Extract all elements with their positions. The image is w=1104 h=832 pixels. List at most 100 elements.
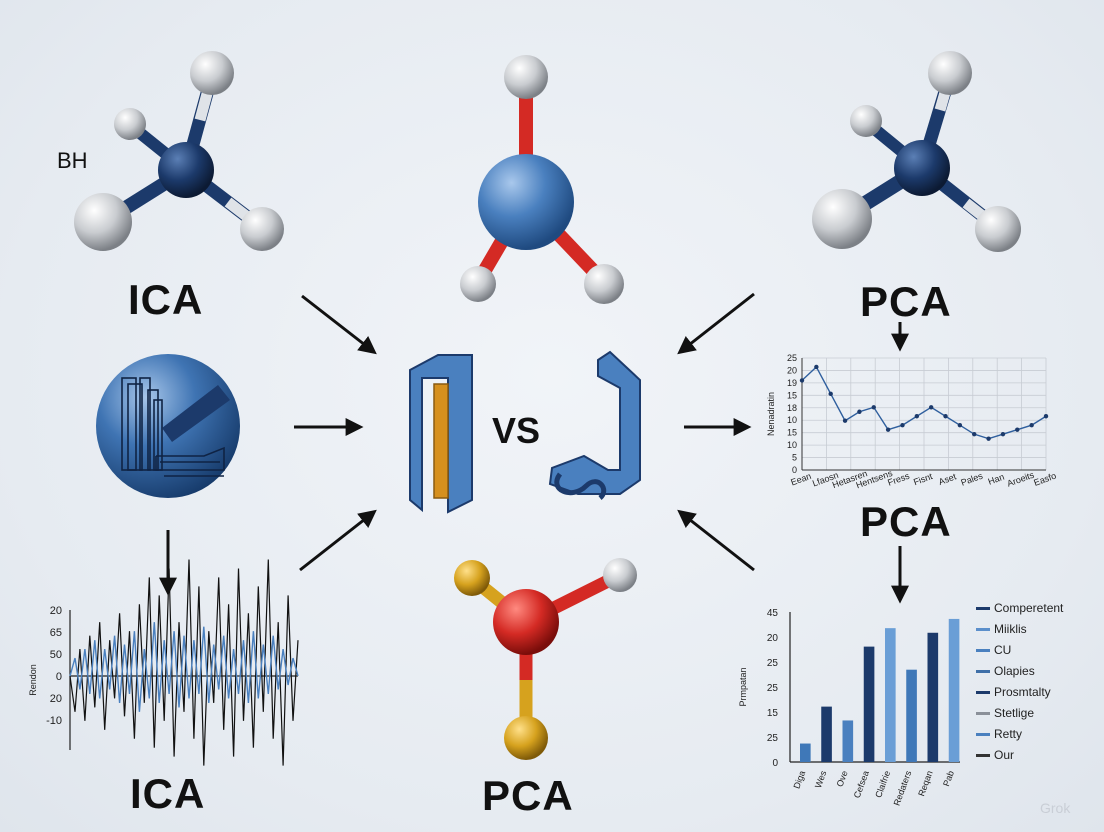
bar-chart-bar xyxy=(842,720,854,762)
bar-chart-legend-swatch xyxy=(976,649,990,652)
bar-chart-legend-entry: Prosmtalty xyxy=(994,685,1051,699)
bar-chart-legend-entry: Stetlige xyxy=(994,706,1034,720)
line-chart-point xyxy=(885,427,891,432)
wave-chart-series xyxy=(69,559,299,766)
bar-chart-x-tick: Wes xyxy=(813,769,829,790)
arrow-bottom-left xyxy=(299,509,377,572)
label-vs: VS xyxy=(492,410,541,451)
bar-chart-legend-entry: CU xyxy=(994,643,1011,657)
line-chart-y-tick: 18 xyxy=(787,403,797,413)
bar-chart-x-tick: Claifrie xyxy=(873,769,892,799)
bar-chart-y-tick: 25 xyxy=(767,658,779,669)
bar-chart-legend-entry: Comperetent xyxy=(994,601,1064,615)
bar-chart-x-tick: Cefsea xyxy=(852,769,871,799)
wave-chart-y-tick: 20 xyxy=(50,605,62,617)
bar-chart-legend-entry: Olapies xyxy=(994,664,1035,678)
line-chart-point xyxy=(914,414,920,419)
bar-chart-bar xyxy=(948,618,960,762)
line-chart-y-label: Nenadratin xyxy=(766,392,776,436)
bar-chart-legend-swatch xyxy=(976,607,990,610)
line-chart-point xyxy=(814,364,819,370)
wave-chart-y-tick: 65 xyxy=(50,627,62,639)
line-chart-x-tick: Fisnt xyxy=(912,471,934,487)
line-chart-y-tick: 15 xyxy=(787,428,797,438)
line-chart-point xyxy=(828,391,833,397)
glyph-left xyxy=(409,354,473,514)
bar-chart-x-tick: Pab xyxy=(941,769,956,787)
glyph-right xyxy=(548,350,641,500)
line-chart-x-tick: Pales xyxy=(959,470,984,487)
sphere-graphic xyxy=(96,354,240,498)
line-chart-y-tick: 15 xyxy=(787,390,797,400)
line-chart-x-tick: Aroeits xyxy=(1006,470,1036,489)
arrow-top-right xyxy=(677,292,755,355)
line-chart-y-tick: 20 xyxy=(787,365,797,375)
line-chart-y-tick: 5 xyxy=(792,453,797,463)
bar-chart-bar xyxy=(863,646,875,762)
bar-chart-legend-entry: Our xyxy=(994,748,1014,762)
bar-chart-bar xyxy=(821,706,832,762)
watermark: Grok xyxy=(1040,800,1071,816)
bar-chart-x-tick: Ove xyxy=(835,769,850,788)
bar-chart-y-tick: 20 xyxy=(767,633,779,644)
bar-chart-legend-swatch xyxy=(976,670,990,673)
arrow-top-left xyxy=(301,294,377,355)
bar-chart-y-tick: 15 xyxy=(767,708,779,719)
line-chart-y-tick: 10 xyxy=(787,440,797,450)
label-ica-bottom: ICA xyxy=(130,770,206,817)
line-chart-series xyxy=(801,365,1047,440)
bar-chart-bar xyxy=(885,628,896,762)
wave-chart-y-tick: 50 xyxy=(50,649,62,661)
label-bh: BH xyxy=(57,148,88,173)
wave-chart-series xyxy=(69,622,299,712)
line-chart-y-tick: 25 xyxy=(787,353,797,363)
bar-chart-legend-swatch xyxy=(976,733,990,736)
bar-chart-y-tick: 45 xyxy=(767,608,779,619)
label-pca-bottom: PCA xyxy=(482,772,574,819)
bar-chart-bar xyxy=(927,632,939,762)
wave-chart-y-tick: 20 xyxy=(50,693,62,705)
label-ica-top: ICA xyxy=(128,276,204,323)
label-pca-mid: PCA xyxy=(860,498,952,545)
bar-chart-y-tick: 25 xyxy=(767,733,779,744)
line-chart-point xyxy=(1043,414,1049,419)
bar-chart-x-tick: Diga xyxy=(791,769,807,790)
bar-chart-bar xyxy=(800,743,811,762)
bar-chart-legend-entry: Miiklis xyxy=(994,622,1027,636)
bar-chart-legend-swatch xyxy=(976,754,990,757)
wave-chart-y-tick: -10 xyxy=(46,715,62,727)
line-chart-point xyxy=(1015,427,1020,432)
bar-chart-legend-swatch xyxy=(976,628,990,631)
line-chart-point xyxy=(842,418,848,423)
line-chart-y-tick: 10 xyxy=(787,415,797,425)
bar-chart-x-tick: Redaters xyxy=(892,769,914,807)
line-chart-y-tick: 0 xyxy=(792,465,797,475)
line-chart-point xyxy=(900,423,905,428)
bar-chart-y-label: Prmpatan xyxy=(738,667,748,706)
line-chart-point xyxy=(957,423,963,428)
bar-chart-y-tick: 25 xyxy=(767,683,779,694)
line-chart-point xyxy=(1000,431,1006,437)
line-chart-point xyxy=(857,409,862,414)
line-chart-point xyxy=(943,414,948,419)
line-chart-x-tick: Han xyxy=(987,472,1006,487)
molecule-bottom-center xyxy=(454,558,637,760)
arrows xyxy=(159,292,909,604)
line-chart-point xyxy=(972,431,977,437)
bar-chart-legend-entry: Retty xyxy=(994,727,1022,741)
line-chart-point xyxy=(1029,423,1034,428)
bar-chart-legend-swatch xyxy=(976,691,990,694)
bar-chart-bar xyxy=(906,669,917,762)
line-chart-point xyxy=(986,436,991,441)
molecule-top-center xyxy=(460,55,624,304)
line-chart-y-tick: 19 xyxy=(787,378,797,388)
wave-chart-y-tick: 0 xyxy=(56,671,62,683)
line-chart-x-tick: Aset xyxy=(937,471,958,487)
molecule-top-right xyxy=(812,51,1021,252)
bar-chart-x-tick: Reqan xyxy=(916,769,934,797)
bar-chart-legend-swatch xyxy=(976,712,990,715)
